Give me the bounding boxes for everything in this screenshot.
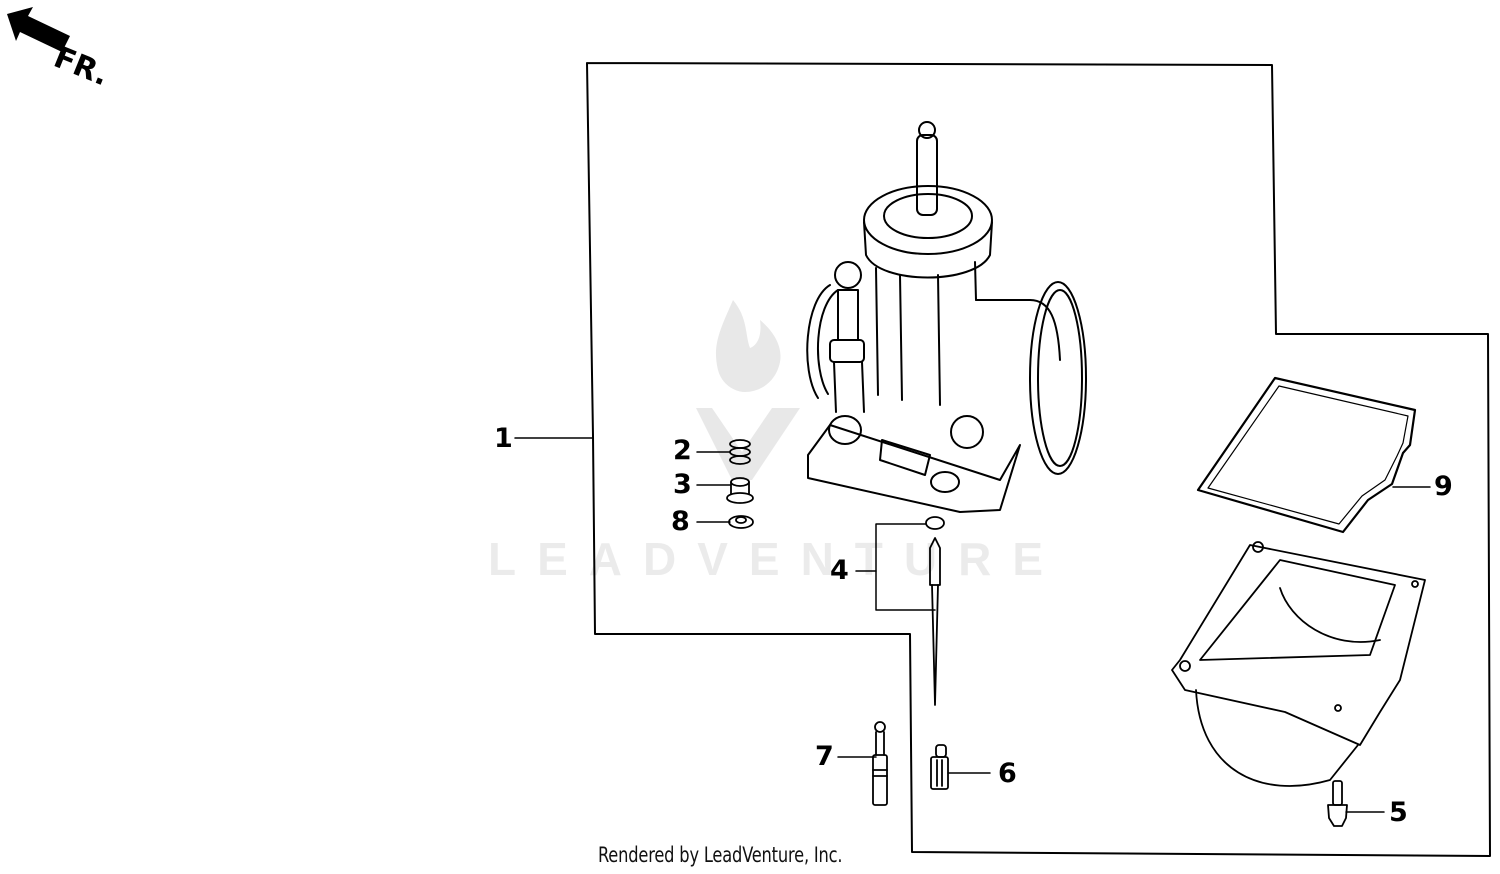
- callout-5[interactable]: 5: [1389, 797, 1408, 828]
- spring-drawing: [729, 439, 751, 465]
- watermark-text: LEADVENTURE: [488, 533, 1065, 585]
- gasket-drawing: [1196, 376, 1417, 534]
- pilot-screw-drawing: [872, 721, 888, 806]
- float-bowl-drawing: [1171, 541, 1426, 787]
- jet-drawing: [930, 744, 949, 790]
- washer-drawing: [728, 515, 754, 529]
- callout-6[interactable]: 6: [998, 758, 1017, 789]
- callout-2[interactable]: 2: [673, 435, 692, 466]
- callout-7[interactable]: 7: [815, 741, 834, 772]
- bowl-screw-drawing: [1327, 780, 1348, 827]
- callout-9[interactable]: 9: [1434, 471, 1453, 502]
- cap-drawing: [726, 477, 754, 504]
- callout-1[interactable]: 1: [494, 423, 513, 454]
- leader-lines: [514, 437, 1431, 813]
- callout-3[interactable]: 3: [673, 469, 692, 500]
- front-direction-arrow-icon: [7, 7, 70, 52]
- assembly-boundary: [586, 62, 1491, 857]
- render-credit: Rendered by LeadVenture, Inc.: [598, 843, 843, 867]
- callout-8[interactable]: 8: [671, 506, 690, 537]
- callout-4[interactable]: 4: [830, 555, 849, 586]
- leadventure-flame-logo-icon: [696, 300, 800, 480]
- carburetor-body-drawing: [806, 121, 1087, 513]
- jet-needle-drawing: [925, 516, 945, 706]
